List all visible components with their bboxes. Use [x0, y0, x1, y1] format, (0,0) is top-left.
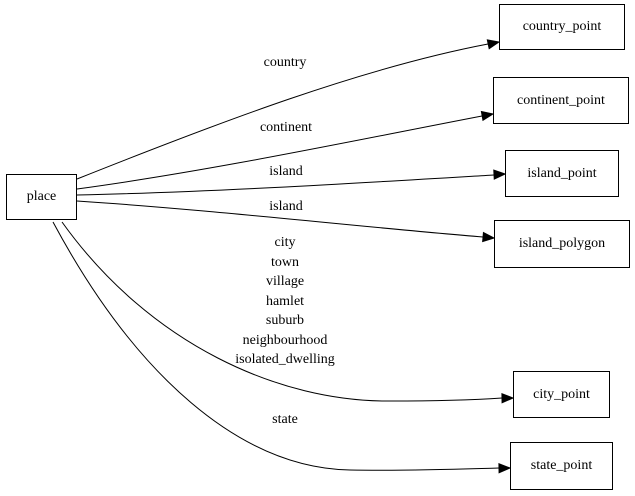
node-city-point-label: city_point: [533, 386, 590, 402]
node-country-point: country_point: [499, 4, 625, 50]
edge-place-continent-point: [76, 115, 483, 190]
arrowhead-country-point: [486, 39, 501, 50]
edge-label-town: town: [270, 254, 299, 270]
edge-place-state-point: [52, 221, 500, 471]
edge-label-country: country: [263, 55, 307, 70]
edge-label-state: state: [272, 412, 298, 427]
edge-place-city-point: [61, 221, 503, 402]
edge-label-neighbourhood: neighbourhood: [242, 332, 328, 348]
node-continent-point-label: continent_point: [517, 92, 605, 108]
node-place: place: [6, 174, 77, 220]
arrowhead-continent-point: [480, 110, 495, 122]
edge-label-island-polygon: island: [269, 199, 303, 214]
edge-label-hamlet: hamlet: [265, 293, 305, 309]
edge-label-continent: continent: [259, 120, 313, 135]
node-island-polygon-label: island_polygon: [518, 236, 606, 251]
edge-label-isolated-dwelling: isolated_dwelling: [235, 352, 335, 367]
arrowhead-island-point: [493, 169, 507, 180]
edge-place-country-point: [76, 43, 489, 180]
arrowhead-city-point: [501, 392, 515, 404]
edge-label-city-multiline: city town village hamlet suburb neighbou…: [235, 233, 335, 370]
node-island-point-label: island_point: [527, 165, 597, 181]
node-continent-point: continent_point: [493, 77, 629, 124]
arrowhead-island-polygon: [482, 231, 496, 243]
edge-label-island-point: island: [269, 164, 303, 179]
node-place-label: place: [26, 189, 57, 204]
node-country-point-label: country_point: [522, 19, 602, 34]
node-island-point: island_point: [505, 150, 619, 197]
node-island-polygon: island_polygon: [494, 220, 630, 268]
edge-place-island-polygon: [76, 200, 484, 238]
edge-label-suburb: suburb: [265, 313, 305, 328]
node-city-point: city_point: [513, 371, 610, 418]
edge-label-village: village: [265, 274, 305, 289]
edge-place-island-point: [76, 174, 495, 196]
arrowhead-state-point: [498, 462, 512, 474]
node-state-point: state_point: [510, 442, 613, 490]
edge-label-city: city: [274, 235, 296, 250]
node-state-point-label: state_point: [530, 458, 593, 473]
